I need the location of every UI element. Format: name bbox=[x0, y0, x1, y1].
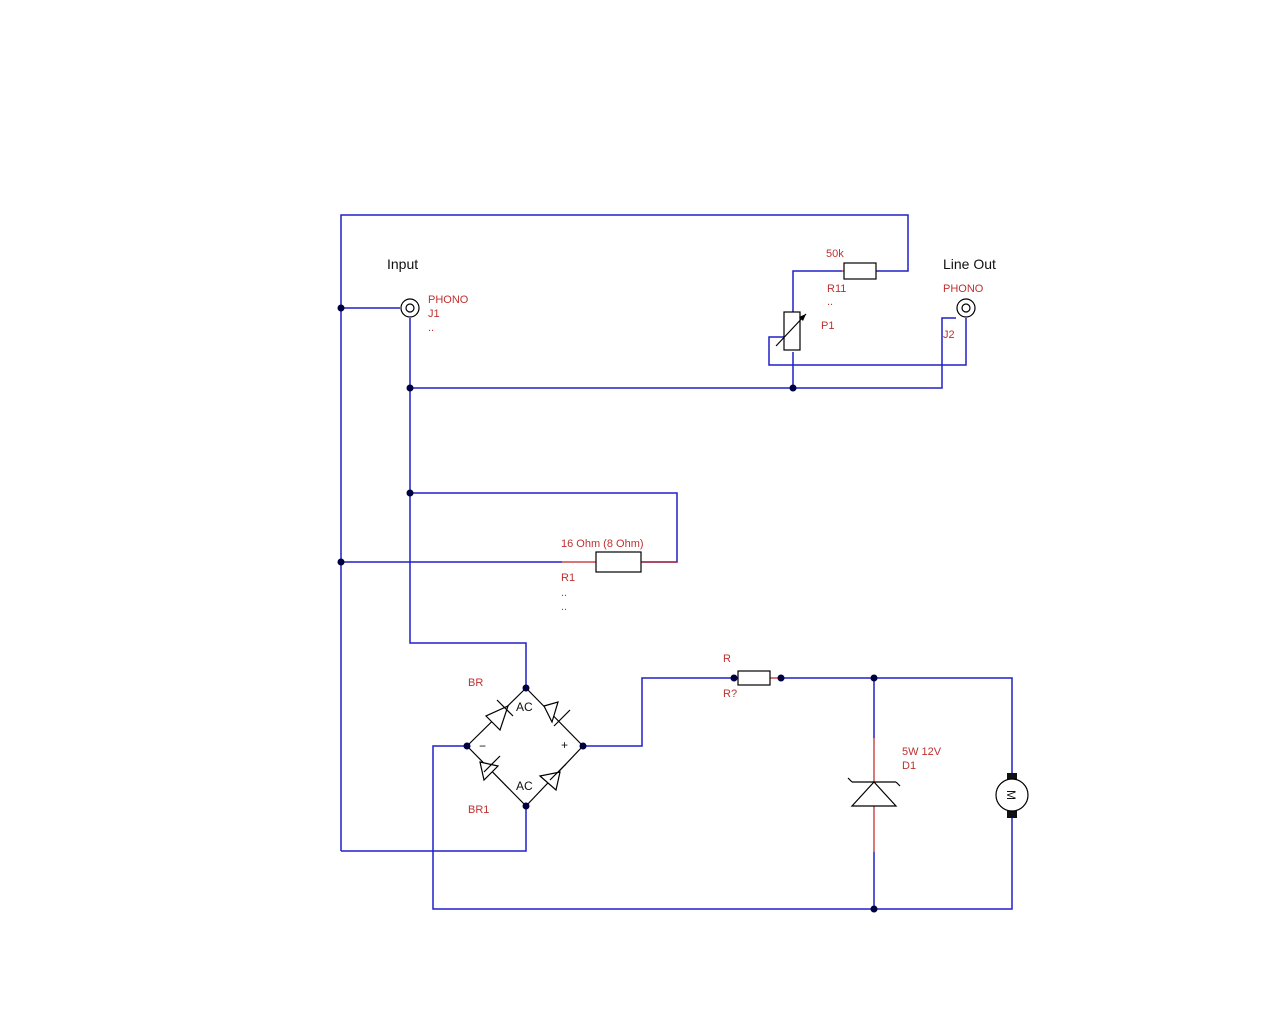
br-ac-top-label: AC bbox=[516, 700, 533, 714]
zener-diode-d1[interactable] bbox=[847, 777, 901, 807]
resistor-r1[interactable] bbox=[595, 551, 642, 573]
junctions bbox=[337, 304, 878, 913]
wire-br-minus bbox=[432, 745, 1013, 910]
motor-label: M bbox=[1004, 790, 1018, 800]
wire-br-bottom bbox=[341, 806, 527, 852]
r1-extra2-label: .. bbox=[561, 601, 567, 613]
bridge-rectifier-br1[interactable] bbox=[466, 687, 584, 807]
wire-j1-down bbox=[409, 318, 527, 688]
br-ac-bottom-label: AC bbox=[516, 779, 533, 793]
phono-jack-j2[interactable] bbox=[956, 298, 976, 318]
br-ref-label: BR1 bbox=[468, 804, 489, 816]
r-value-label: R bbox=[723, 653, 731, 665]
j1-type-label: PHONO bbox=[428, 294, 469, 306]
p1-ref-label: P1 bbox=[821, 320, 834, 332]
wires bbox=[340, 214, 1013, 910]
potentiometer-p1[interactable] bbox=[775, 311, 807, 351]
wire-ground-j2 bbox=[410, 317, 956, 389]
resistor-r[interactable] bbox=[737, 670, 771, 686]
br-plus-label: + bbox=[561, 738, 568, 752]
d1-value-label: 5W 12V bbox=[902, 746, 942, 758]
r11-ref-label: R11 bbox=[827, 283, 846, 295]
d1-ref-label: D1 bbox=[902, 760, 916, 772]
line-out-label: Line Out bbox=[943, 256, 996, 272]
j1-extra-label: .. bbox=[428, 322, 434, 334]
wire-r11-p1 bbox=[792, 270, 842, 312]
r-ref-label: R? bbox=[723, 688, 737, 700]
motor-m[interactable]: M bbox=[995, 773, 1029, 818]
phono-jack-j1[interactable] bbox=[400, 298, 420, 318]
wire-br-plus bbox=[583, 677, 734, 747]
r11-value-label: 50k bbox=[826, 248, 844, 260]
resistor-r11[interactable] bbox=[843, 262, 877, 280]
r1-ref-label: R1 bbox=[561, 572, 575, 584]
r1-value-label: 16 Ohm (8 Ohm) bbox=[561, 538, 644, 550]
input-label: Input bbox=[387, 256, 418, 272]
br-minus-label: − bbox=[479, 739, 486, 753]
br-value-label: BR bbox=[468, 677, 483, 689]
j2-type-label: PHONO bbox=[943, 283, 984, 295]
wire-top-loop bbox=[340, 214, 909, 851]
r1-extra1-label: .. bbox=[561, 587, 567, 599]
wire-r-out bbox=[781, 677, 1013, 774]
wire-p1-j2 bbox=[768, 318, 967, 366]
j1-ref-label: J1 bbox=[428, 308, 440, 320]
j2-ref-label: J2 bbox=[943, 329, 955, 341]
r11-extra-label: .. bbox=[827, 296, 833, 308]
